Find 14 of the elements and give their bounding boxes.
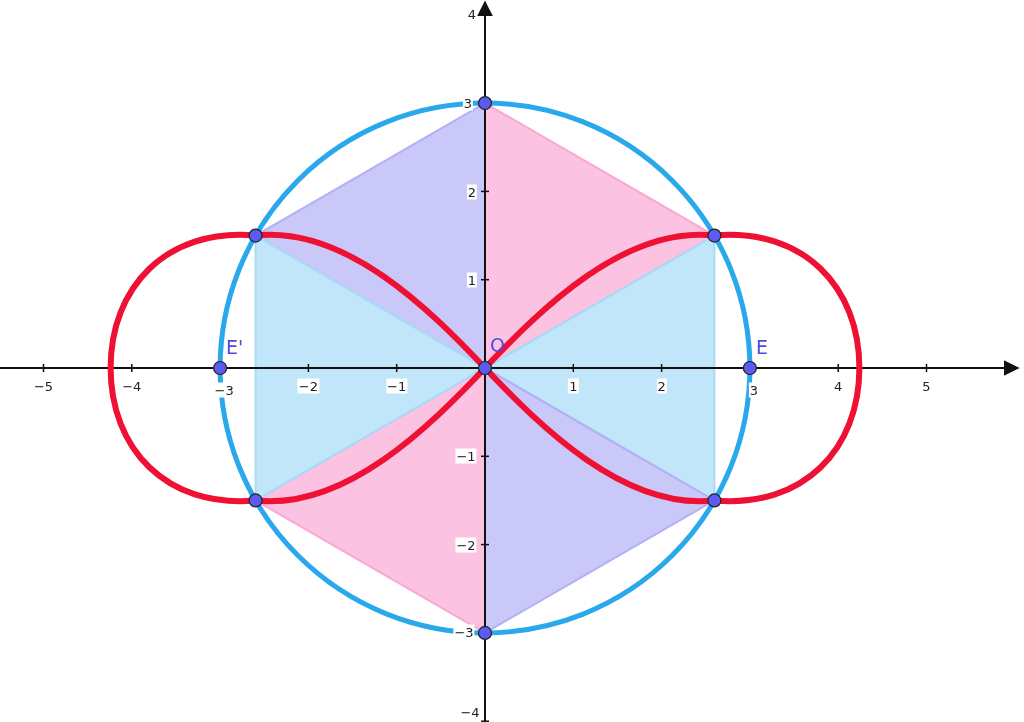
axis-tick-label: −2 — [455, 537, 477, 553]
axis-tick-label: 1 — [568, 378, 579, 394]
axis-tick-label: −3 — [453, 624, 475, 640]
axis-tick-label: 1 — [466, 272, 478, 288]
axis-tick-label: −1 — [455, 448, 477, 464]
point-label: O — [490, 336, 505, 355]
axis-tick-label: 3 — [748, 382, 760, 398]
axis-tick-label: −1 — [386, 378, 408, 394]
point-label: E' — [226, 338, 244, 357]
axis-tick-label: −3 — [213, 382, 235, 398]
axis-tick-label: 2 — [656, 378, 667, 394]
point-label: E — [756, 338, 768, 357]
axis-tick-label: 2 — [466, 184, 478, 200]
axis-tick-label: −2 — [297, 378, 319, 394]
